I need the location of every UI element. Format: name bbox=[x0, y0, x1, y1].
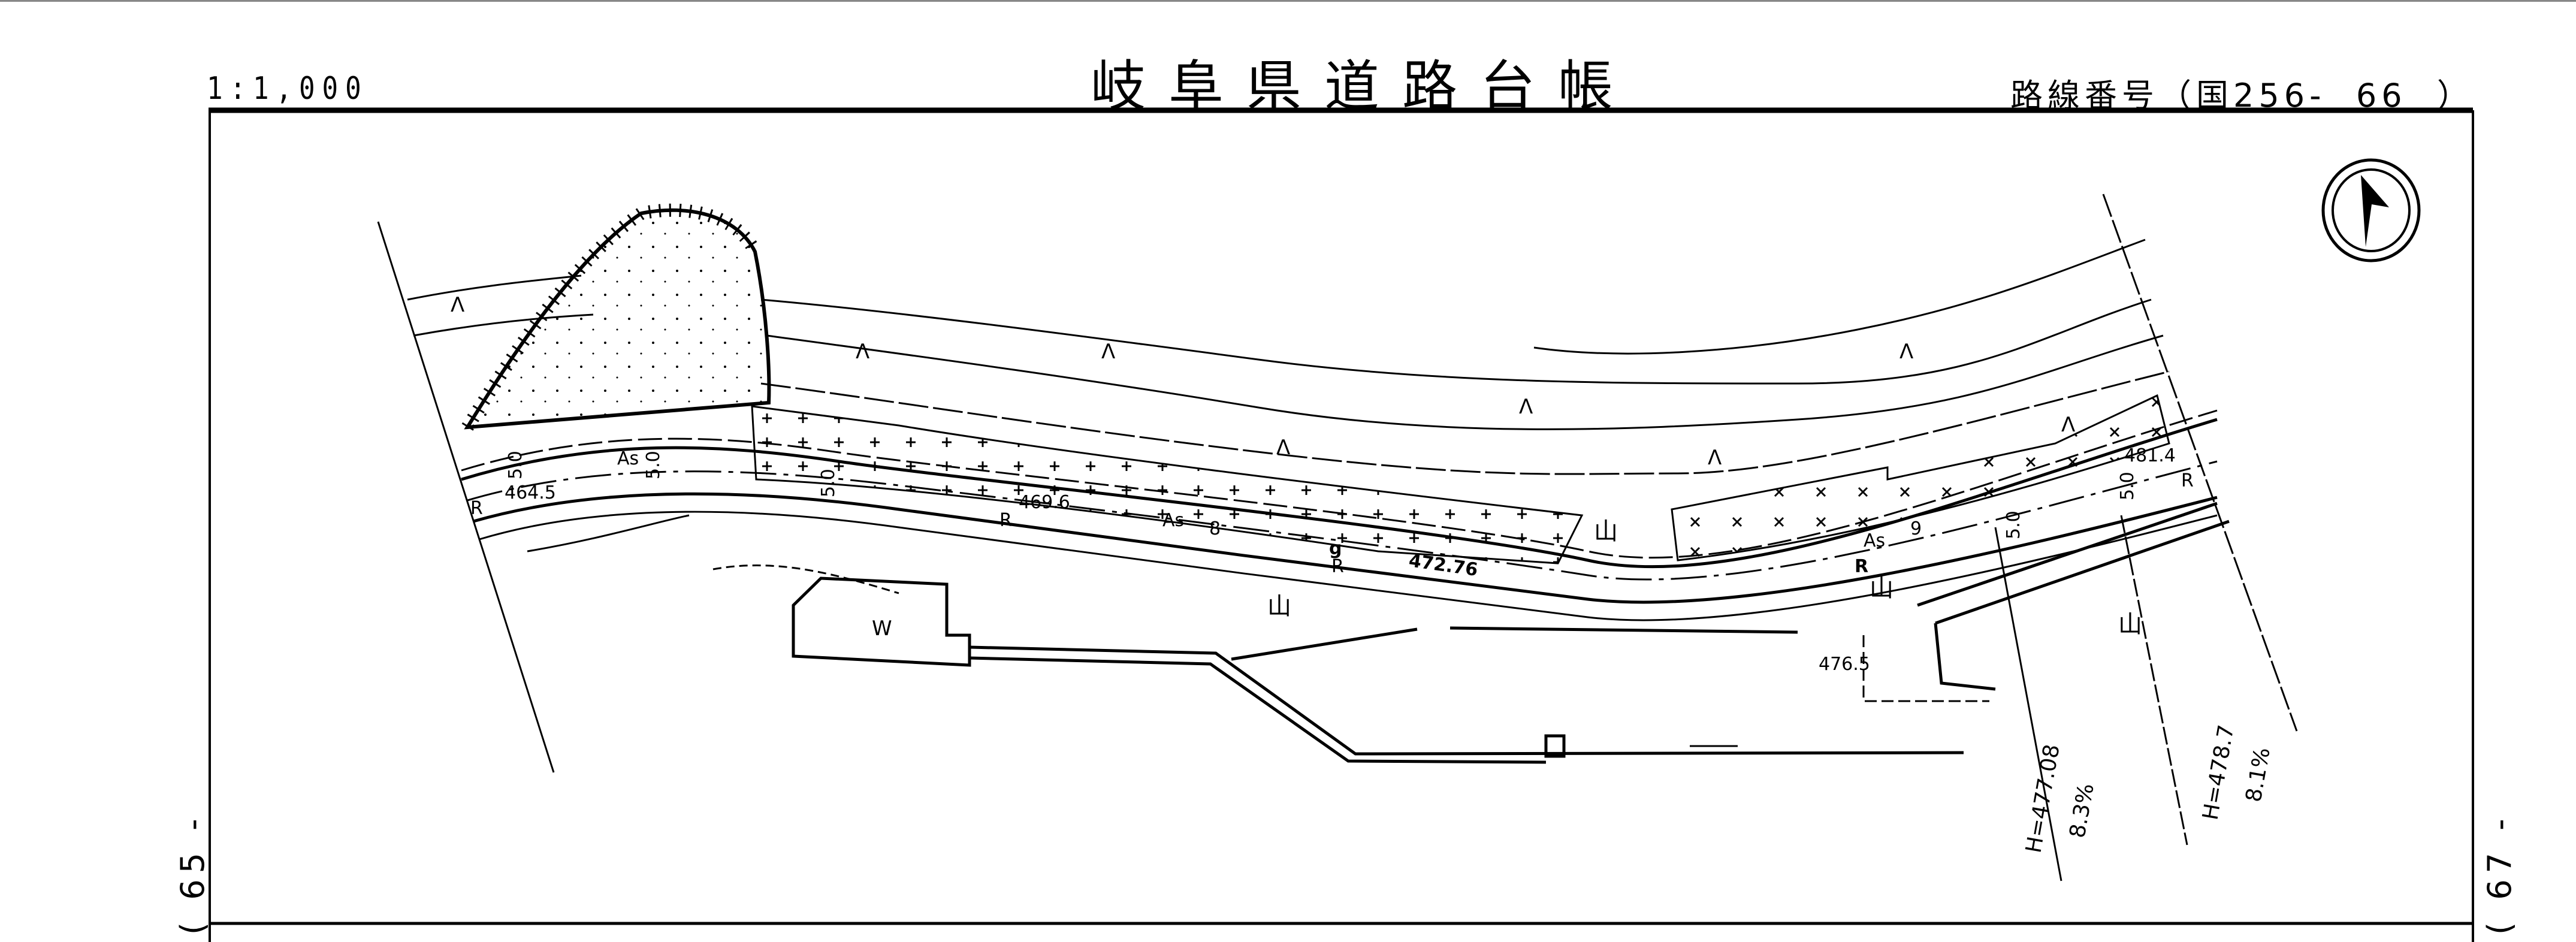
station-label: g bbox=[1329, 538, 1342, 559]
svg-text:Λ: Λ bbox=[2061, 413, 2075, 437]
gradient-slope: 8.3% bbox=[2065, 781, 2098, 840]
width-label: 5.0 bbox=[818, 469, 839, 497]
svg-text:Λ: Λ bbox=[1276, 436, 1290, 460]
width-label: 5.0 bbox=[505, 451, 526, 479]
svg-text:山: 山 bbox=[1870, 575, 1894, 602]
width-label: 5.0 bbox=[2117, 472, 2138, 500]
width-label: 5.0 bbox=[2003, 511, 2024, 539]
pavement-label: As bbox=[617, 448, 639, 469]
gradient-sections: H=477.08 8.3% H=478.7 8.1% bbox=[1994, 515, 2275, 881]
road-mark: R bbox=[1331, 556, 1344, 577]
lower-road bbox=[969, 626, 1964, 764]
gradient-height: H=477.08 bbox=[2021, 742, 2064, 855]
gradient-height: H=478.7 bbox=[2198, 723, 2239, 822]
svg-text:Λ: Λ bbox=[1708, 446, 1722, 470]
width-label: 5.0 bbox=[643, 451, 664, 479]
station-label: 8 bbox=[1209, 518, 1221, 539]
road-mark: R bbox=[2181, 470, 2194, 491]
elevation-label: 469.6 bbox=[1019, 492, 1070, 513]
svg-text:Λ: Λ bbox=[1899, 340, 1913, 364]
elevation-label: 481.4 bbox=[2124, 445, 2176, 466]
hill-slope bbox=[461, 203, 771, 431]
pavement-label: As bbox=[1864, 530, 1885, 551]
elevation-label: 476.5 bbox=[1819, 654, 1870, 675]
road bbox=[461, 409, 2230, 702]
vegetation-area-left bbox=[751, 405, 1584, 564]
station-label: 9 bbox=[1910, 518, 1922, 539]
svg-text:山: 山 bbox=[1594, 518, 1618, 545]
svg-text:山: 山 bbox=[1267, 593, 1291, 620]
elevation-label: 464.5 bbox=[505, 482, 556, 503]
svg-text:Λ: Λ bbox=[856, 340, 869, 364]
map-labels: 464.5 469.6 472.76 476.5 481.4 As As As … bbox=[470, 445, 2194, 675]
gradient-slope: 8.1% bbox=[2241, 745, 2275, 804]
grass-symbols: Λ Λ Λ Λ Λ Λ Λ Λ bbox=[451, 293, 2075, 470]
map-scale: 1:1,000 bbox=[207, 71, 369, 107]
map-frame bbox=[209, 107, 2474, 942]
svg-text:山: 山 bbox=[2118, 611, 2142, 638]
svg-text:Λ: Λ bbox=[451, 293, 464, 317]
svg-text:Λ: Λ bbox=[1519, 395, 1533, 419]
building-w bbox=[792, 576, 971, 667]
building-label: W bbox=[872, 617, 892, 641]
vegetation-area-right bbox=[1671, 394, 2170, 561]
pavement-label: As bbox=[1162, 510, 1184, 531]
svg-text:Λ: Λ bbox=[1101, 340, 1115, 364]
road-mark: R bbox=[1855, 556, 1868, 577]
window-top-border bbox=[0, 0, 2576, 2]
north-arrow-icon bbox=[2321, 158, 2421, 262]
road-mark: R bbox=[999, 510, 1012, 531]
road-mark: R bbox=[470, 498, 483, 519]
contour-lines bbox=[407, 238, 2170, 475]
survey-boundaries bbox=[377, 194, 2298, 773]
